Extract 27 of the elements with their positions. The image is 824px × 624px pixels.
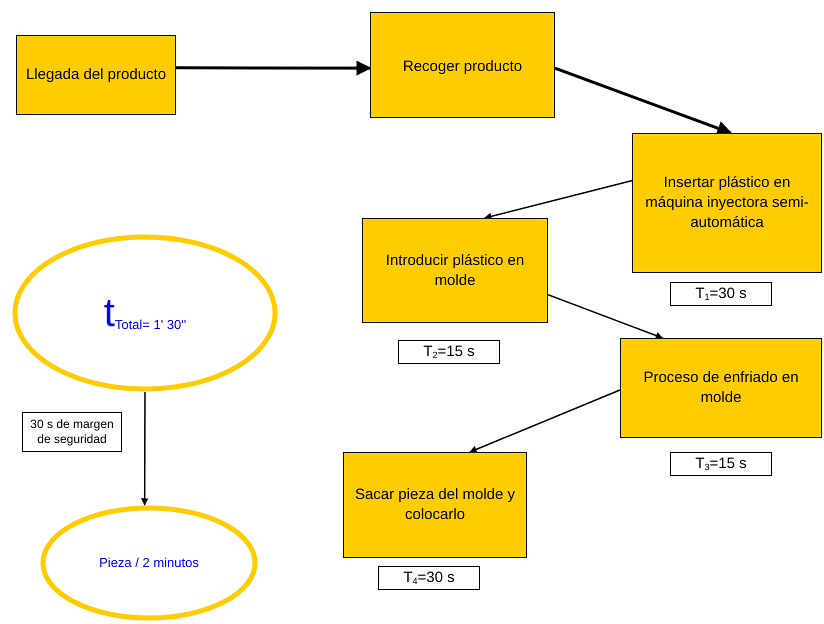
arrow <box>484 180 632 220</box>
process-box <box>370 12 555 118</box>
arrow <box>554 66 732 136</box>
duration-label: T$_{1}$=30 s <box>670 282 772 306</box>
node-label: Pieza / 2 minutos <box>99 554 199 572</box>
edge-label: 30 s de margen de seguridad <box>22 412 122 452</box>
arrow <box>548 294 664 340</box>
process-box <box>620 338 822 438</box>
ellipse-node <box>12 234 278 392</box>
process-box <box>362 218 548 323</box>
node-label: t$_{Total= 1' 30''}$ <box>104 291 186 335</box>
process-box <box>343 452 527 558</box>
duration-label: T$_{3}$=15 s <box>670 452 772 476</box>
arrow <box>176 60 372 76</box>
node-label: Insertar plástico en máquina inyectora semi-automática <box>644 173 810 233</box>
duration-label: T$_{4}$=30 s <box>378 566 480 590</box>
ellipse-node <box>40 505 258 621</box>
node-label: Recoger producto <box>402 57 522 77</box>
process-box <box>16 35 176 115</box>
arrow <box>469 389 620 453</box>
node-label: Llegada del producto <box>26 65 166 85</box>
process-box <box>632 133 822 273</box>
node-label: Proceso de enfriado en molde <box>642 368 800 408</box>
node-label: Introducir plástico en molde <box>384 250 526 290</box>
duration-label: T$_{2}$=15 s <box>398 340 500 364</box>
arrow <box>140 392 148 506</box>
node-label: Sacar pieza del molde y colocarlo <box>354 485 516 525</box>
